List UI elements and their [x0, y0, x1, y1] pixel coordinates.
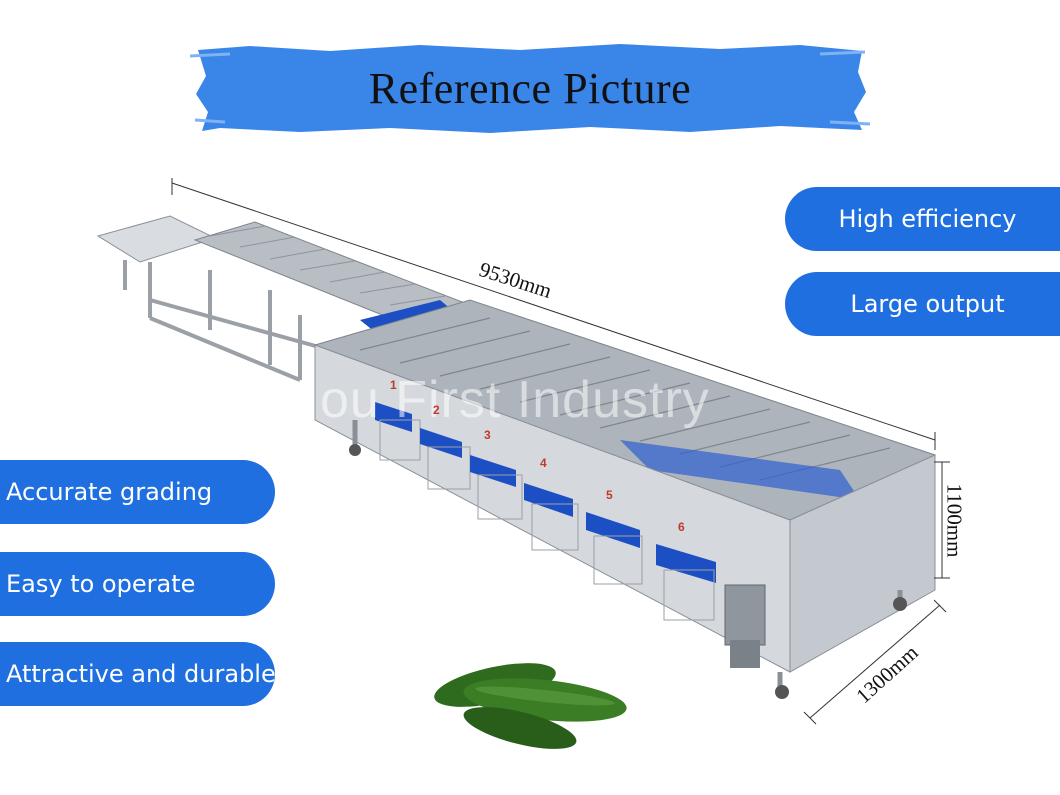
feature-pill-large-output: Large output	[785, 272, 1060, 336]
cucumbers-illustration	[434, 663, 627, 749]
page-title: Reference Picture	[368, 63, 692, 113]
output-trays	[375, 402, 716, 621]
title-banner: Reference Picture	[190, 42, 870, 134]
watermark-text: ou First Industry	[320, 371, 710, 429]
sorting-body	[313, 299, 937, 699]
brush-stroke-shape	[190, 44, 870, 133]
height-dimension: 1100mm	[942, 483, 967, 558]
dimension-lines	[171, 178, 950, 725]
feature-pill-accurate-grading: Accurate grading	[0, 460, 275, 524]
feature-pill-high-efficiency: High efficiency	[785, 187, 1060, 251]
output-tray	[586, 512, 643, 585]
feature-pill-easy-to-operate: Easy to operate	[0, 552, 275, 616]
tray-number: 1	[390, 378, 397, 392]
output-tray	[470, 455, 523, 520]
tray-number: 3	[484, 428, 491, 442]
tray-number: 2	[433, 403, 440, 417]
tray-number: 4	[540, 456, 547, 470]
feature-pill-attractive-durable: Attractive and durable	[0, 642, 276, 706]
output-tray	[656, 544, 716, 621]
output-tray	[524, 483, 579, 551]
tray-number: 5	[606, 488, 613, 502]
tray-number: 6	[678, 520, 685, 534]
